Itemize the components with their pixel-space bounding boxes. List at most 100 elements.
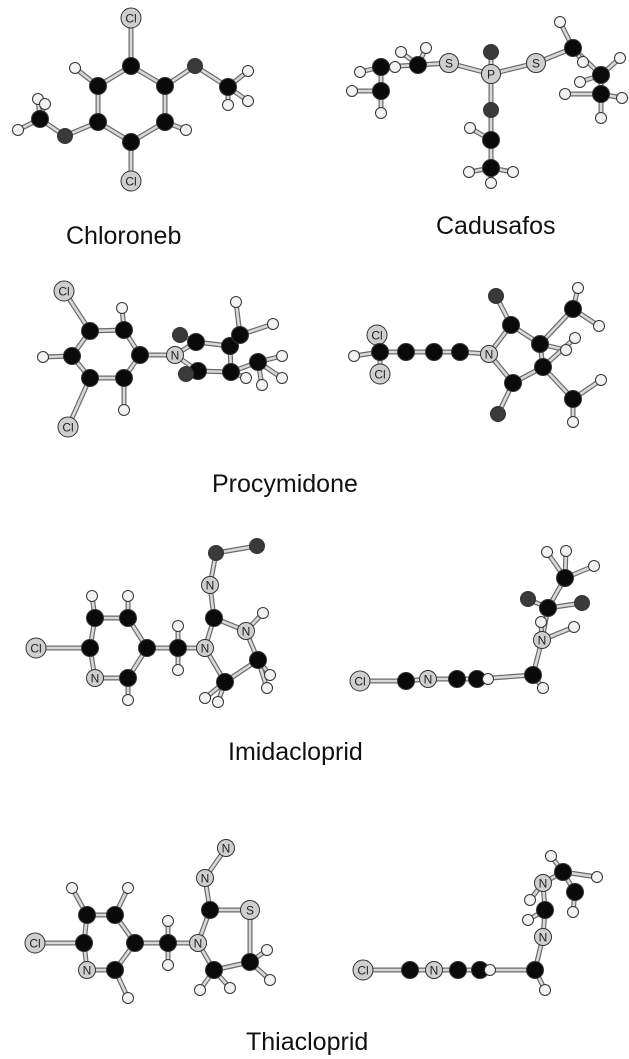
hydrogen-atom: [66, 882, 78, 894]
carbon-atom: [592, 66, 610, 84]
hydrogen-atom: [162, 959, 174, 971]
sulfur-atom: [240, 900, 260, 920]
hydrogen-atom: [199, 692, 211, 704]
hydrogen-atom: [568, 621, 580, 633]
hydrogen-atom: [537, 682, 549, 694]
hydrogen-atom: [122, 694, 134, 706]
oxygen-atom: [208, 545, 224, 561]
hydrogen-atom: [240, 372, 252, 384]
nitrogen-atom-label: N: [83, 964, 92, 978]
hydrogen-atom: [595, 112, 607, 124]
nitrogen-atom: [166, 346, 184, 364]
caption-thiacloprid: Thiacloprid: [246, 1028, 369, 1056]
carbon-atom: [81, 639, 99, 657]
carbon-atom: [106, 961, 124, 979]
carbon-atom: [159, 934, 177, 952]
hydrogen-atom: [395, 46, 407, 58]
hydrogen-atom: [545, 850, 557, 862]
nitrogen-atom-label: N: [430, 964, 439, 978]
carbon-atom: [425, 343, 443, 361]
nitrogen-atom-label: N: [206, 579, 215, 593]
hydrogen-atom: [261, 682, 273, 694]
chlorine-atom: [369, 363, 391, 385]
carbon-atom: [592, 85, 610, 103]
carbon-atom: [502, 316, 520, 334]
nitrogen-atom-label: N: [539, 931, 548, 945]
nitrogen-atom: [480, 345, 498, 363]
nitrogen-atom: [425, 961, 443, 979]
sulfur-atom-label: S: [246, 904, 254, 918]
hydrogen-atom: [212, 696, 224, 708]
carbon-atom: [564, 390, 582, 408]
carbon-atom: [216, 673, 234, 691]
hydrogen-atom: [463, 166, 475, 178]
hydrogen-atom: [420, 42, 432, 54]
carbon-atom: [201, 901, 219, 919]
caption-procymidone: Procymidone: [212, 470, 358, 498]
hydrogen-atom: [264, 974, 276, 986]
carbon-atom: [78, 906, 96, 924]
nitrogen-atom-label: N: [539, 877, 548, 891]
carbon-atom: [409, 56, 427, 74]
chlorine-atom: [120, 7, 142, 29]
carbon-atom: [86, 609, 104, 627]
carbon-atom: [115, 369, 133, 387]
hydrogen-atom: [559, 88, 571, 100]
oxygen-atom: [187, 58, 203, 74]
hydrogen-atom: [264, 669, 276, 681]
hydrogen-atom: [122, 590, 134, 602]
hydrogen-atom: [567, 416, 579, 428]
carbon-atom: [482, 159, 500, 177]
caption-imidacloprid: Imidacloprid: [228, 738, 363, 766]
oxygen-atom: [488, 288, 504, 304]
carbon-atom: [222, 363, 240, 381]
hydrogen-atom: [522, 914, 534, 926]
nitrogen-atom-label: N: [485, 348, 494, 362]
nitrogen-atom: [534, 874, 552, 892]
carbon-atom: [131, 346, 149, 364]
carbon-atom: [556, 569, 574, 587]
sulfur-atom-label: S: [532, 57, 540, 71]
hydrogen-atom: [595, 374, 607, 386]
carbon-atom: [169, 639, 187, 657]
sulfur-atom-label: S: [445, 57, 453, 71]
nitrogen-atom-label: N: [194, 937, 203, 951]
carbon-atom: [372, 82, 390, 100]
hydrogen-atom: [224, 982, 236, 994]
nitrogen-atom-label: N: [171, 349, 180, 363]
hydrogen-atom: [591, 871, 603, 883]
hydrogen-atom: [375, 107, 387, 119]
hydrogen-atom: [172, 620, 184, 632]
hydrogen-atom: [230, 296, 242, 308]
carbon-atom: [126, 934, 144, 952]
carbon-atom: [526, 961, 544, 979]
hydrogen-atom: [560, 545, 572, 557]
carbon-atom: [401, 961, 419, 979]
nitrogen-atom-label: N: [242, 625, 251, 639]
chlorine-atom-label: Cl: [58, 285, 69, 299]
chloroneb-bonds: [15, 15, 251, 184]
hydrogen-atom: [276, 350, 288, 362]
phosphorus-atom-label: P: [487, 68, 495, 82]
oxygen-atom: [574, 595, 590, 611]
bonds-layer: [15, 15, 625, 1001]
hydrogen-atom: [276, 372, 288, 384]
caption-chloroneb: Chloroneb: [66, 222, 182, 250]
oxygen-atom: [483, 44, 499, 60]
hydrogen-atom: [39, 98, 51, 110]
hydrogen-atom: [389, 61, 401, 73]
hydrogen-atom: [569, 332, 581, 344]
nitrogen-atom: [78, 961, 96, 979]
thiacloprid-view1-bonds: [32, 845, 273, 1001]
hydrogen-atom: [257, 607, 269, 619]
nitrogen-atom-label: N: [222, 842, 231, 856]
nitrogen-atom: [533, 631, 551, 649]
hydrogen-atom: [616, 92, 628, 104]
oxygen-atom: [57, 128, 73, 144]
chlorine-atom: [57, 416, 79, 438]
carbon-atom: [536, 901, 554, 919]
carbon-atom: [205, 961, 223, 979]
